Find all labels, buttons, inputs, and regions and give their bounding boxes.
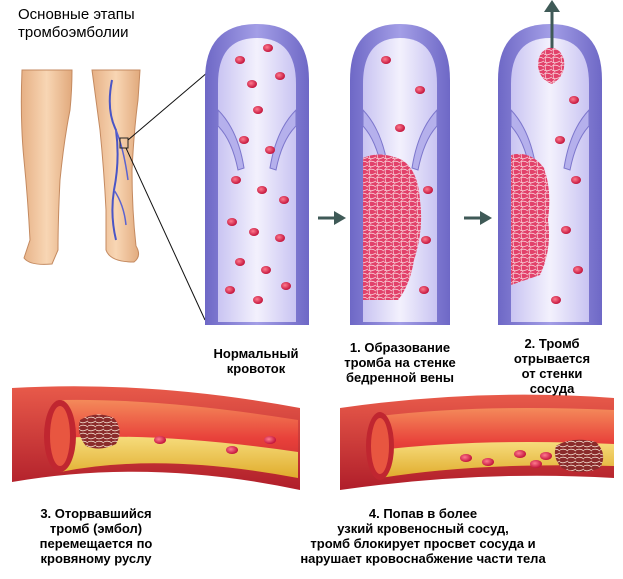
caption-normal-flow: Нормальный кровоток xyxy=(213,346,299,376)
vein-thrombus-detaching xyxy=(498,0,602,325)
vein-normal xyxy=(205,24,309,325)
diagram-title: Основные этапы тромбоэмболии xyxy=(18,6,135,42)
upward-arrow-icon xyxy=(544,0,560,12)
callout-lines xyxy=(125,71,209,321)
caption-step-4: 4. Попав в более узкий кровеносный сосуд… xyxy=(300,506,546,566)
detached-clot xyxy=(538,47,565,84)
legs-illustration xyxy=(20,69,141,265)
vein-thrombus-forming xyxy=(350,24,450,325)
caption-step-3: 3. Оторвавшийся тромб (эмбол) перемещает… xyxy=(39,506,153,566)
caption-step-1: 1. Образование тромба на стенке бедренно… xyxy=(344,340,456,385)
title-line-1: Основные этапы xyxy=(18,6,135,23)
blood-cells xyxy=(225,44,583,304)
right-arrow-2-icon xyxy=(464,211,492,225)
artery-embolus-moving xyxy=(12,386,300,490)
caption-step-2: 2. Тромб отрывается от стенки сосуда xyxy=(513,336,591,396)
right-arrow-1-icon xyxy=(318,211,346,225)
title-line-2: тромбоэмболии xyxy=(18,24,129,41)
artery-embolus-blocking xyxy=(340,394,614,490)
